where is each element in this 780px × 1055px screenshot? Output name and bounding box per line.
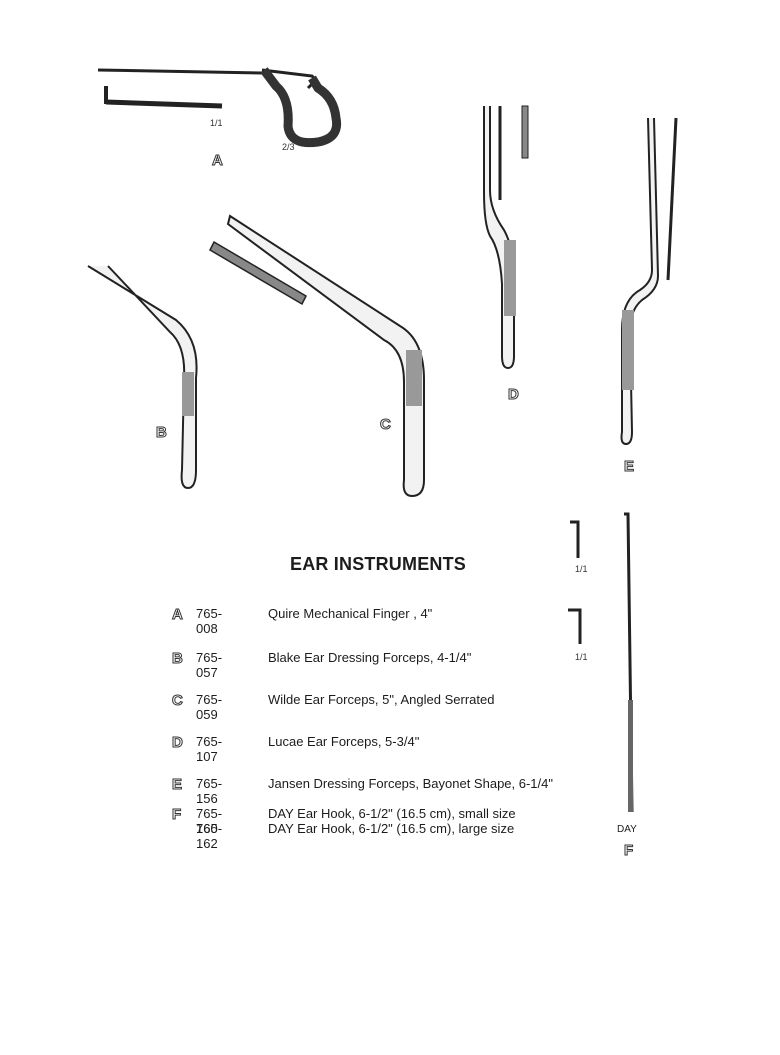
item-description: DAY Ear Hook, 6-1/2" (16.5 cm), small si… xyxy=(268,806,516,821)
day-label: DAY xyxy=(617,824,637,835)
scale-f-small: 1/1 xyxy=(575,564,588,574)
instrument-f-day-ear-hook xyxy=(568,512,634,813)
figure-letter-b: B xyxy=(156,424,168,442)
item-description: Blake Ear Dressing Forceps, 4-1/4" xyxy=(268,650,472,665)
item-code: 765-156 xyxy=(196,776,223,806)
item-description: DAY Ear Hook, 6-1/2" (16.5 cm), large si… xyxy=(268,821,515,836)
figure-letter-c: C xyxy=(380,416,392,434)
item-letter: D xyxy=(172,734,184,752)
item-letter: C xyxy=(172,692,184,710)
item-description: Lucae Ear Forceps, 5-3/4" xyxy=(268,734,420,749)
scale-f-large: 1/1 xyxy=(575,652,588,662)
figure-letter-d: D xyxy=(508,386,520,404)
item-letter: F xyxy=(172,806,182,824)
item-code: 765-162 xyxy=(196,821,223,851)
instrument-d-lucae-forceps xyxy=(483,105,529,370)
item-description: Quire Mechanical Finger , 4" xyxy=(268,606,433,621)
item-code: 765-008 xyxy=(196,606,223,636)
item-code: 765-057 xyxy=(196,650,223,680)
item-description: Wilde Ear Forceps, 5", Angled Serrated xyxy=(268,692,495,707)
instrument-b-blake-forceps xyxy=(87,265,198,490)
instrument-e-jansen-forceps xyxy=(620,117,678,446)
figure-letter-f: F xyxy=(623,842,634,860)
item-letter: A xyxy=(172,606,184,624)
item-code: 765-107 xyxy=(196,734,223,764)
item-code: 765-160 xyxy=(196,806,223,836)
scale-a-1: 1/1 xyxy=(210,118,223,128)
item-letter: E xyxy=(172,776,183,794)
instrument-c-wilde-forceps xyxy=(209,214,425,498)
figure-letter-e: E xyxy=(623,458,635,476)
item-description: Jansen Dressing Forceps, Bayonet Shape, … xyxy=(268,776,553,791)
item-code: 765-059 xyxy=(196,692,223,722)
scale-a-2: 2/3 xyxy=(282,142,295,152)
item-letter: B xyxy=(172,650,184,668)
figure-letter-a: A xyxy=(212,152,224,170)
page-title: EAR INSTRUMENTS xyxy=(290,554,467,574)
instrument-a-mechanical-finger xyxy=(97,67,342,148)
